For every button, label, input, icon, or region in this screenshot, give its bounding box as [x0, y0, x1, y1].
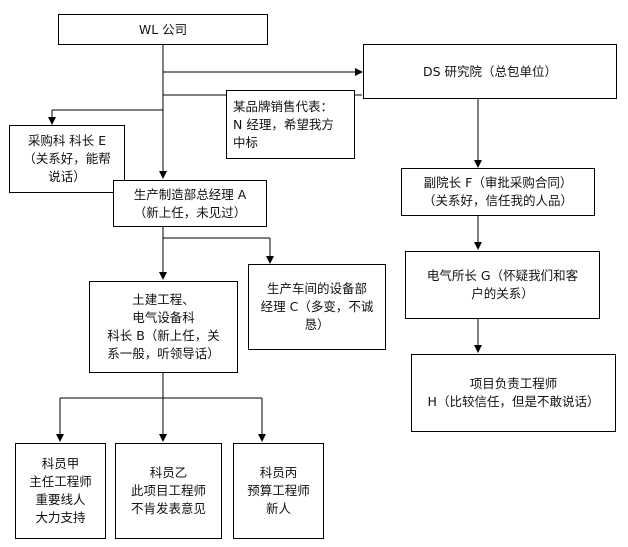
node-wl-company: WL 公司 — [58, 14, 268, 45]
node-clerk-yi: 科员乙 此项目工程师 不肯发表意见 — [115, 443, 222, 539]
node-section-chief-b: 土建工程、 电气设备科 科长 B（新上任，关 系一般，听领导话） — [89, 281, 238, 373]
node-sales-rep-n: 某品牌销售代表： N 经理，希望我方 中标 — [226, 90, 355, 159]
node-clerk-bing: 科员丙 预算工程师 新人 — [233, 443, 324, 539]
node-manufacturing-gm-a: 生产制造部总经理 A （新上任，未见过） — [113, 180, 267, 227]
node-ds-institute: DS 研究院（总包单位） — [363, 44, 617, 99]
node-purchasing-chief-e: 采购科 科长 E （关系好，能帮 说话） — [9, 125, 125, 193]
node-clerk-jia: 科员甲 主任工程师 重要线人 大力支持 — [15, 443, 106, 539]
node-equipment-manager-c: 生产车间的设备部 经理 C（多变，不诚 恳） — [248, 264, 386, 350]
node-electrical-director-g: 电气所长 G（怀疑我们和客 户的关系） — [405, 251, 600, 319]
node-vice-president-f: 副院长 F（审批采购合同） （关系好，信任我的人品） — [401, 168, 595, 216]
node-project-engineer-h: 项目负责工程师 H（比较信任，但是不敢说话） — [411, 354, 616, 432]
